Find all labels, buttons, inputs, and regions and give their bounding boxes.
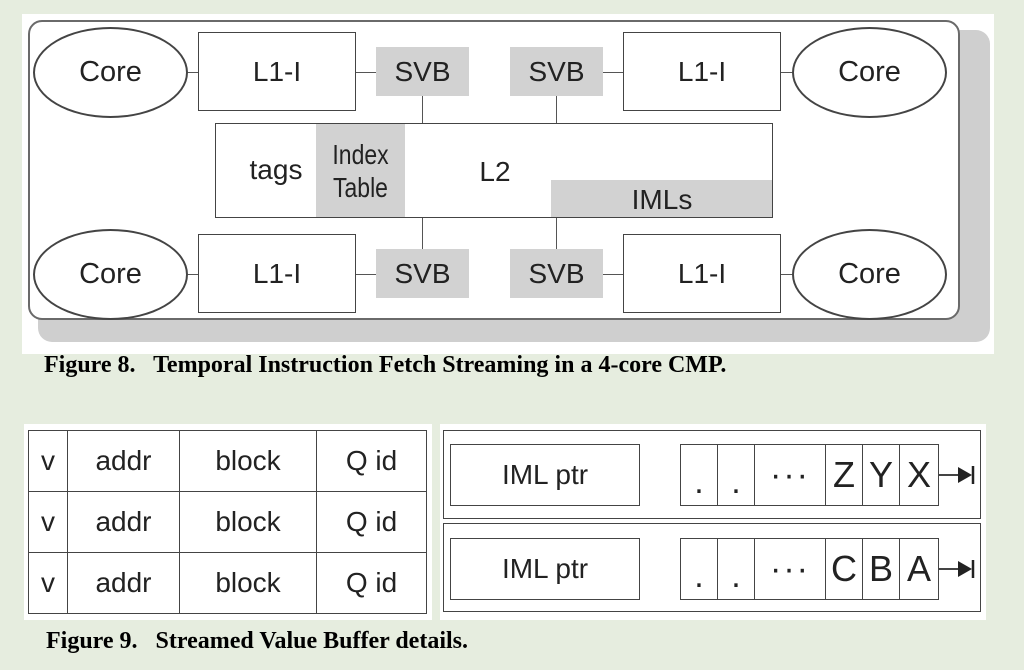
table-cell-block: block [179, 491, 317, 553]
l2-svb-link [422, 218, 423, 249]
l1i-cache-bottom-left: L1-I [198, 234, 356, 313]
iml-ptr-field: IML ptr [450, 538, 640, 600]
svb-bottom-left: SVB [376, 249, 469, 298]
queue-output-arrow-icon [938, 560, 975, 578]
queue-entry: A [899, 538, 939, 600]
l1i-cache-bottom-right: L1-I [623, 234, 781, 313]
core-top-left: Core [33, 27, 188, 118]
iml-ptr-field: IML ptr [450, 444, 640, 506]
imls-label: IMLs [631, 184, 693, 215]
l2-tags-label: tags [249, 154, 303, 185]
l2-label: L2 [479, 156, 511, 187]
queue-entry: B [862, 538, 900, 600]
index-table-block [316, 124, 405, 217]
core-bottom-left: Core [33, 229, 188, 320]
svb-l2-link [556, 96, 557, 123]
core-l1i-link [187, 274, 199, 275]
table-cell-v: v [28, 430, 68, 492]
table-cell-v: v [28, 491, 68, 553]
queue-ellipsis: ··· [754, 444, 826, 506]
queue-entry: X [899, 444, 939, 506]
l2-svb-link [556, 218, 557, 249]
queue-entry: . [717, 538, 755, 600]
imls-block [551, 180, 772, 217]
figure9-caption: Figure 9. Streamed Value Buffer details. [46, 628, 468, 654]
table-cell-qid: Q id [316, 491, 427, 553]
l1i-svb-link [355, 274, 376, 275]
figure8-caption: Figure 8. Temporal Instruction Fetch Str… [44, 352, 727, 378]
svb-l1i-link [602, 274, 624, 275]
table-cell-qid: Q id [316, 430, 427, 492]
queue-ellipsis: ··· [754, 538, 826, 600]
svb-l2-link [422, 96, 423, 123]
queue-entry: . [717, 444, 755, 506]
l1i-cache-top-right: L1-I [623, 32, 781, 111]
l1i-svb-link [355, 72, 376, 73]
svb-top-right: SVB [510, 47, 603, 96]
core-l1i-link [187, 72, 199, 73]
l1i-core-link [781, 274, 793, 275]
table-cell-v: v [28, 552, 68, 614]
table-cell-addr: addr [67, 430, 180, 492]
l1i-cache-top-left: L1-I [198, 32, 356, 111]
queue-entry: Z [825, 444, 863, 506]
table-cell-addr: addr [67, 491, 180, 553]
queue-entry: . [680, 444, 718, 506]
queue-output-arrow-icon [938, 466, 975, 484]
table-cell-block: block [179, 430, 317, 492]
table-cell-qid: Q id [316, 552, 427, 614]
queue-entry: . [680, 538, 718, 600]
svb-bottom-right: SVB [510, 249, 603, 298]
table-cell-block: block [179, 552, 317, 614]
queue-entry: Y [862, 444, 900, 506]
index-table-label-line1: Index [332, 139, 389, 170]
index-table-label-line2: Table [333, 172, 388, 203]
l1i-core-link [781, 72, 793, 73]
table-cell-addr: addr [67, 552, 180, 614]
svb-l1i-link [602, 72, 624, 73]
queue-entry: C [825, 538, 863, 600]
core-bottom-right: Core [792, 229, 947, 320]
core-top-right: Core [792, 27, 947, 118]
svb-top-left: SVB [376, 47, 469, 96]
